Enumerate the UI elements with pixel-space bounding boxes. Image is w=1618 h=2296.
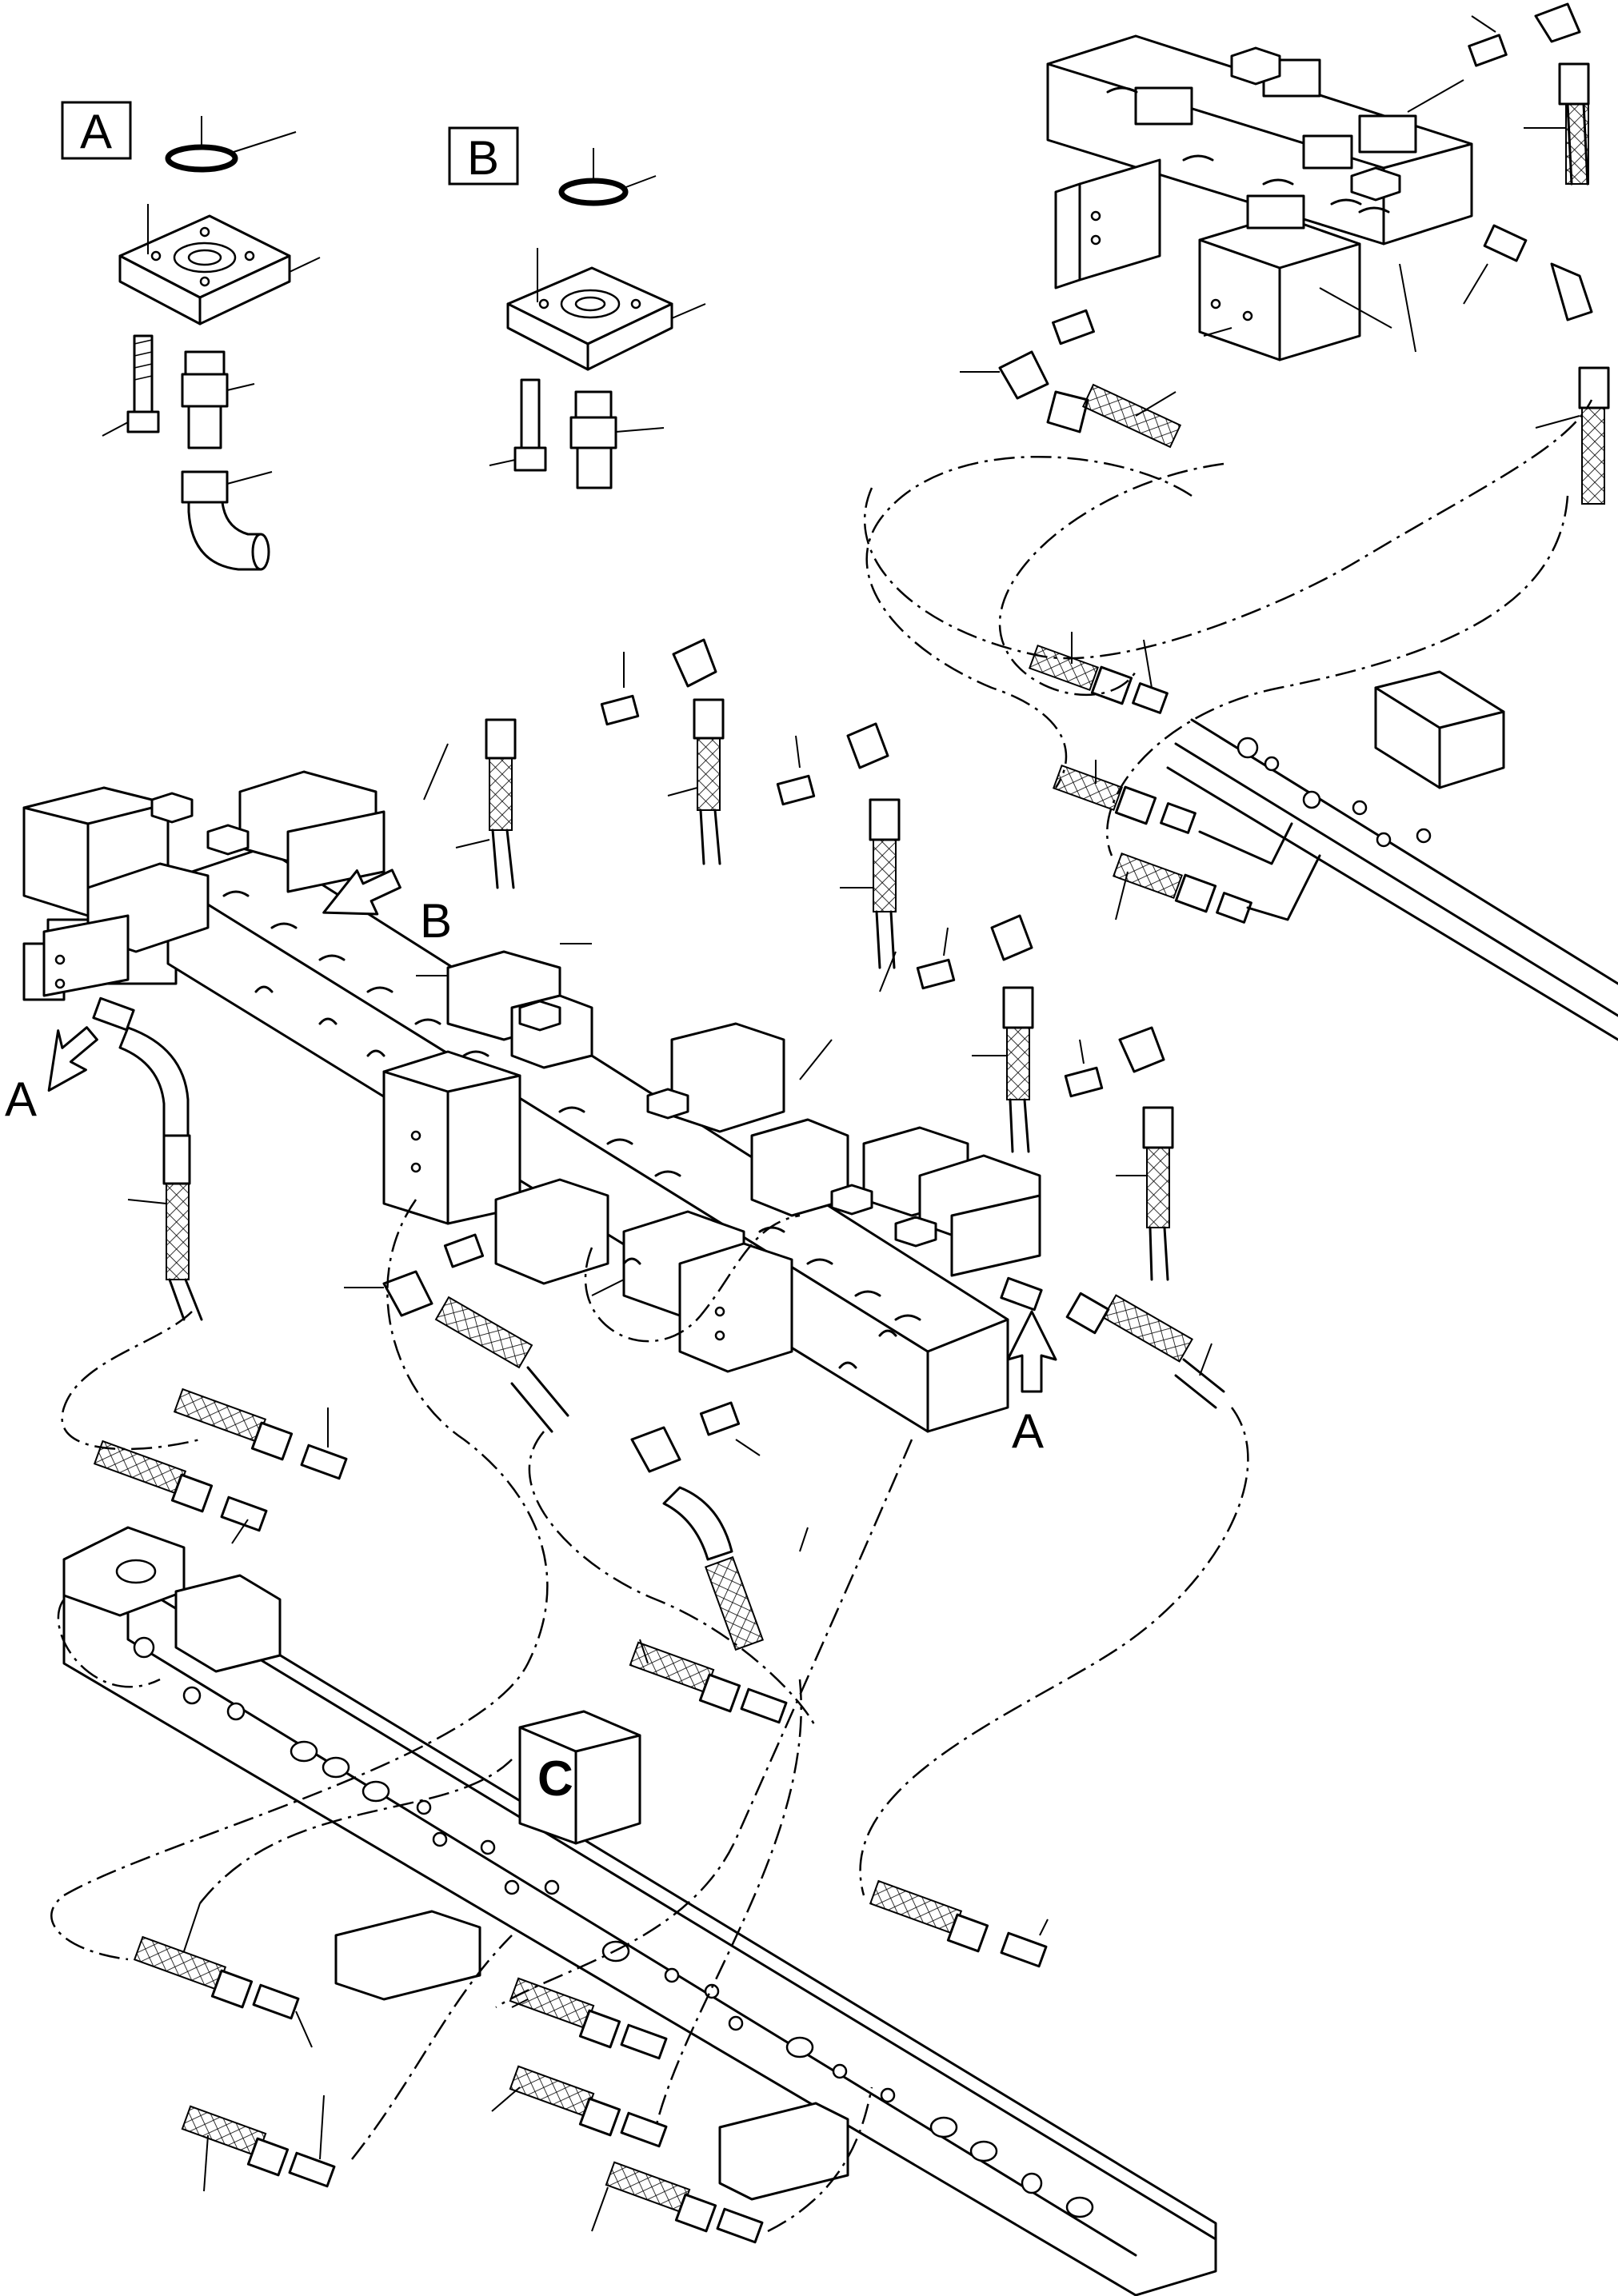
hose-end-lb-5 [591,2161,764,2244]
hose-end-ll-2 [93,1439,268,1544]
arrow-b-label: B [420,894,452,948]
hose-5 [1064,1026,1174,1281]
adapter-b [574,390,613,419]
hose-end-lb-1 [133,1903,313,2048]
block-c [518,1710,641,1845]
elbow-a [181,470,229,504]
fitting-ur-1 [1468,2,1581,67]
solenoid-b [286,810,386,893]
lower-bar-hose-ends [133,1879,1049,2244]
detail-b-exploded-view: B [448,126,706,489]
arrow-b-icon [322,868,402,916]
detail-a-exploded-view: A [61,101,321,571]
arrow-a-right-label: A [1012,1404,1044,1458]
support-bracket-left [334,1910,481,2001]
hose-routing-lines [50,399,1593,2233]
fitting-a-right [1000,1276,1043,1312]
valve-block-11 [678,1242,793,1373]
fitting-ur-2 [1463,224,1593,321]
hose-ur-3 [1081,383,1182,449]
support-bracket-right [718,2102,849,2201]
lower-manifold-bar: C [62,1526,1217,2296]
hose-end-lb-3 [509,1977,668,2060]
upper-right-valve-assembly [1046,34,1473,361]
bolt-a [133,334,154,413]
arrow-a-left-label: A [5,1072,37,1126]
view-arrow-a-right: A [1006,1310,1057,1458]
hose-end-lb-2 [181,2094,336,2192]
o-ring-a [165,144,238,173]
hose-end-ll-1 [173,1388,348,1480]
hose-8 [630,1401,809,1651]
part-leader-lines [416,743,897,1296]
hose-1 [455,718,517,889]
bolt-b [520,378,541,449]
hose-9 [1065,1292,1225,1409]
fitting-ur-3 [960,309,1095,400]
main-upper-hoses [118,638,1174,1321]
detail-b-label: B [467,131,499,185]
hose-end-lb-4 [491,2065,668,2148]
main-valve-manifold [22,770,1043,1433]
valve-block-6 [670,1022,785,1133]
view-arrow-a-left: A [5,1026,98,1126]
upper-right-manifold-bar [1166,670,1618,1041]
lower-left-hose-ends [93,1388,788,1724]
hose-2 [600,638,725,865]
hose-end-ur-c [1113,852,1252,924]
solenoid-a [42,914,130,997]
hose-end-ur-a [1029,632,1169,714]
valve-block-ur-left [1078,158,1161,282]
valve-block-5 [494,1178,609,1285]
upper-right-hoses [960,2,1610,505]
detail-b-label-box [448,126,519,186]
hose-end-lc-1 [629,1639,788,1724]
solenoid-a-right [950,1194,1041,1277]
detail-a-label: A [80,105,112,158]
arrow-a-left-icon [47,1026,98,1092]
fitting-a-left [92,996,135,1032]
hose-6 [118,1026,203,1321]
hose-end-ur-2 [1578,366,1610,409]
detail-a-label-box [61,101,132,160]
leader-line [233,131,297,153]
hose-end-ur-1 [1558,62,1590,106]
main-lower-hoses [344,1233,1225,1651]
hose-4 [916,914,1034,1153]
block-c-label: C [537,1751,573,1807]
adapter-a [184,350,226,376]
hose-end-lb-6 [869,1879,1049,1968]
hose-3 [776,722,901,969]
view-arrow-b: B [322,868,452,948]
hose-7 [344,1233,569,1433]
o-ring-b [558,178,629,206]
arrow-a-right-icon [1006,1310,1057,1393]
upper-right-hose-ends [1029,632,1321,924]
hose-end-ur-b [1053,760,1197,834]
